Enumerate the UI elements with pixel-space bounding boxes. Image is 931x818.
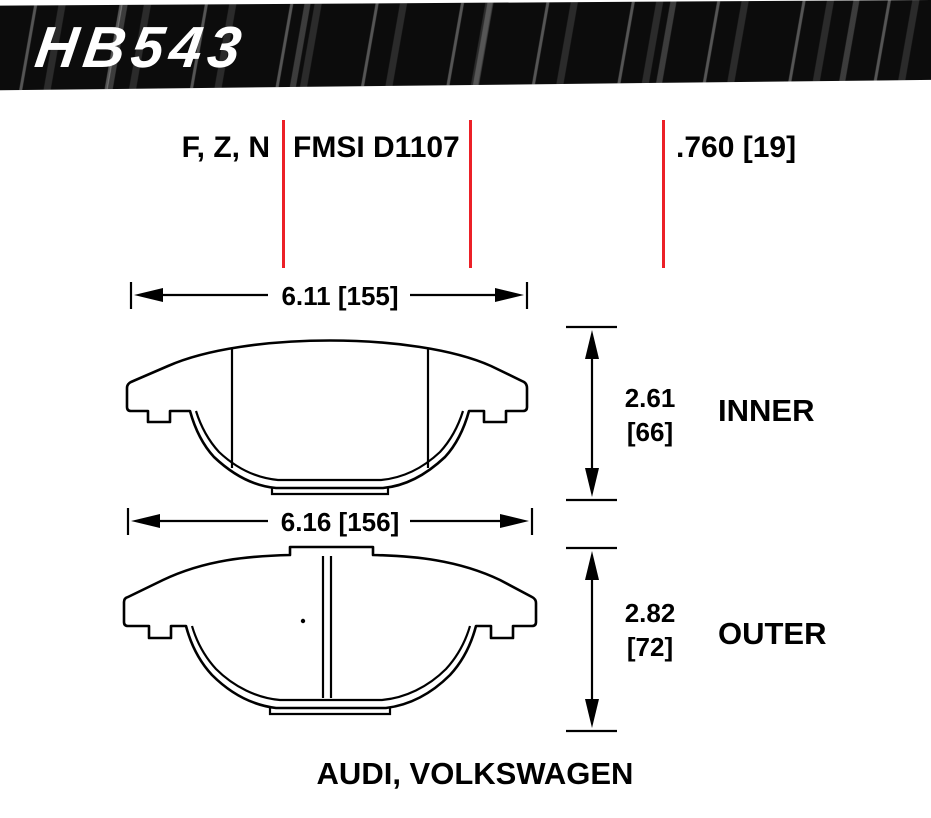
up-arrowhead-icon [585, 551, 599, 580]
inner-pad-outline [125, 339, 529, 490]
inner-pad-friction-contour [194, 410, 465, 482]
inner-pad-label: INNER [718, 393, 815, 428]
inner-height-inches: 2.61 [624, 383, 676, 413]
inner-pad-width-dimension: 6.11 [155] [281, 281, 399, 311]
outer-pad-width-dimension: 6.16 [156] [280, 507, 400, 537]
inner-pad-drawing [125, 339, 529, 496]
inner-height-dimension-lines [566, 325, 617, 502]
inner-width-dimension-lines [129, 282, 529, 309]
inner-pad-height-dimension: 2.61 [66] [608, 381, 692, 449]
vehicle-application: AUDI, VOLKSWAGEN [316, 756, 634, 791]
outer-pad-height-dimension: 2.82 [72] [608, 596, 692, 664]
outer-height-inches: 2.82 [624, 598, 676, 628]
part-number-banner: HB543 [0, 0, 931, 91]
outer-pad-drawing [122, 545, 538, 716]
inner-height-mm: [66] [626, 417, 674, 447]
right-arrowhead-icon [500, 514, 529, 528]
outer-pad-label: OUTER [718, 616, 827, 651]
outer-pad-friction-contour [190, 625, 472, 702]
down-arrowhead-icon [585, 468, 599, 497]
pad-thickness: .760 [19] [676, 131, 797, 164]
left-arrowhead-icon [131, 514, 160, 528]
outer-height-mm: [72] [626, 632, 674, 662]
right-arrowhead-icon [495, 288, 524, 302]
red-divider-lines [282, 120, 665, 268]
left-arrowhead-icon [134, 288, 163, 302]
up-arrowhead-icon [585, 330, 599, 359]
outer-pad-center-dot [300, 618, 306, 624]
inner-pad-bottom-step [270, 488, 390, 496]
outer-pad-outline [122, 545, 538, 710]
down-arrowhead-icon [585, 699, 599, 728]
outer-width-dimension-lines [126, 508, 534, 535]
compound-codes: F, Z, N [181, 131, 270, 164]
outer-height-dimension-lines [566, 546, 617, 733]
outer-pad-bottom-step [268, 708, 392, 716]
fmsi-number: FMSI D1107 [293, 131, 460, 164]
